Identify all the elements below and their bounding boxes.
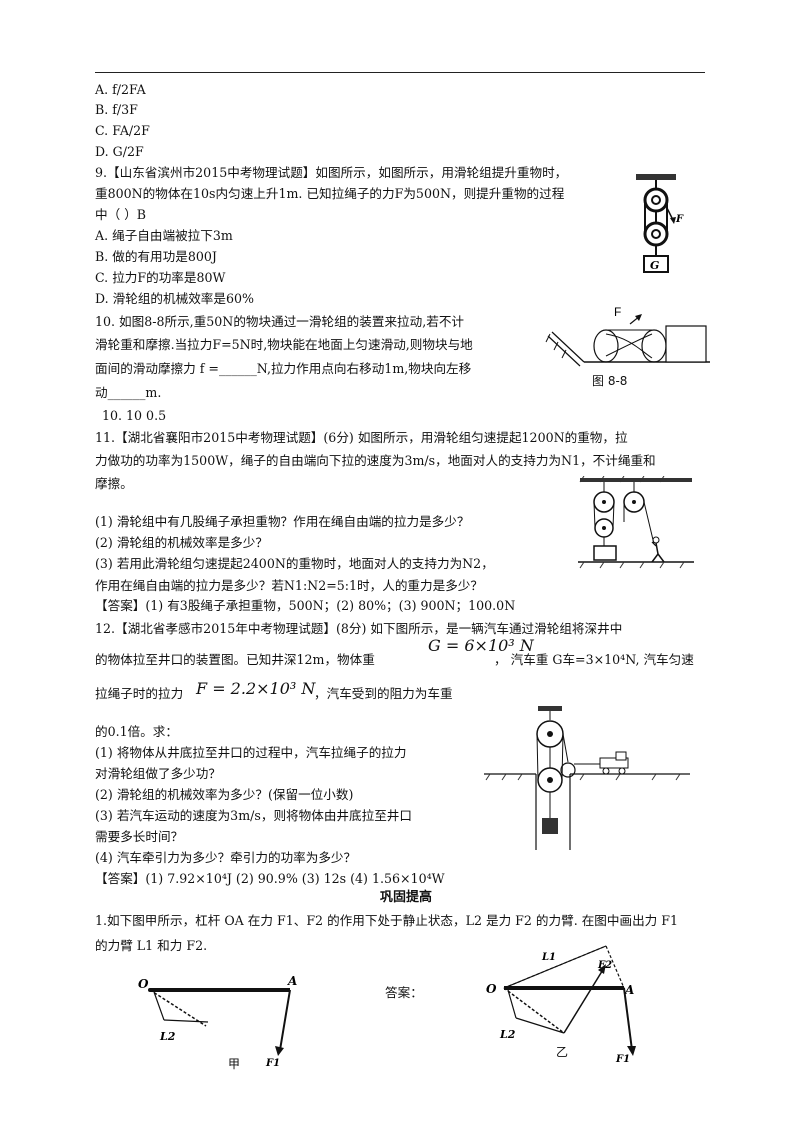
q9-line1: 9.【山东省滨州市2015中考物理试题】如图所示，如图所示，用滑轮组提升重物时， (95, 165, 568, 180)
q10-line3: 面间的滑动摩擦力 f =______N,拉力作用点向右移动1m,物块向左移 (95, 361, 472, 376)
q12-answer: 【答案】(1) 7.92×10⁴J (2) 90.9% (3) 12s (4) … (95, 871, 445, 886)
lever-yi-f2-label: F2 (597, 960, 612, 971)
q12-sub1b: 对滑轮组做了多少功？ (95, 766, 221, 781)
q9-line2: 重800N的物体在10s内匀速上升1m. 已知拉绳子的力F为500N，则提升重物… (95, 186, 565, 201)
c1-line1: 1.如下图甲所示，杠杆 OA 在力 F1、F2 的作用下处于静止状态，L2 是力… (95, 913, 679, 928)
q12-formula-f: F = 2.2×10³ N (196, 679, 316, 698)
c1-answer-label: 答案： (385, 985, 423, 1000)
q12-formula-g: G = 6×10³ N (428, 636, 534, 655)
q9-option-a: A. 绳子自由端被拉下3m (95, 228, 233, 243)
q12-line2a: 的物体拉至井口的装置图。已知井深12m，物体重 (95, 652, 375, 667)
q9-option-c: C. 拉力F的功率是80W (95, 270, 226, 285)
lever-figure-jia: O A F1 L2 (138, 974, 297, 1069)
q12-line1: 12.【湖北省孝感市2015年中考物理试题】(8分) 如下图所示，是一辆汽车通过… (95, 621, 623, 636)
lever-jia-f1-label: F1 (265, 1058, 280, 1069)
lever-figure-yi: O A L1 F2 F1 L2 (486, 945, 636, 1065)
top-rule (95, 72, 705, 73)
lever-jia-a-label: A (287, 974, 297, 988)
q12-sub1a: (1) 将物体从井底拉至井口的过程中，汽车拉绳子的拉力 (95, 745, 407, 760)
q12-line2b: ， 汽车重 G车=3×10⁴N, 汽车匀速 (494, 652, 694, 667)
q9-fig-g-label: G (650, 259, 659, 272)
q11-sub3b: 作用在绳自由端的拉力是多少？若N1:N2=5:1时，人的重力是多少？ (95, 578, 483, 593)
q11-sub1: (1) 滑轮组中有几股绳子承担重物？作用在绳自由端的拉力是多少？ (95, 514, 470, 529)
q11-line1: 11.【湖北省襄阳市2015中考物理试题】(6分) 如图所示，用滑轮组匀速提起1… (95, 430, 628, 445)
option-c-prev: C. FA/2F (95, 123, 150, 138)
section-heading: 巩固提高 (380, 890, 433, 905)
q10-line4: 动______m. (95, 385, 162, 400)
q9-option-b: B. 做的有用功是800J (95, 249, 217, 264)
q10-figure-caption: 图 8-8 (592, 374, 628, 388)
q12-sub2: (2) 滑轮组的机械效率为多少？(保留一位小数) (95, 787, 354, 802)
q12-sub4: (4) 汽车牵引力为多少？牵引力的功率为多少？ (95, 850, 357, 865)
q12-line3a: 拉绳子时的拉力 (95, 686, 184, 701)
lever-yi-caption: 乙 (556, 1045, 569, 1059)
lever-yi-f1-label: F1 (615, 1054, 630, 1065)
c1-line2: 的力臂 L1 和力 F2. (95, 938, 208, 953)
q11-line3: 摩擦。 (95, 476, 133, 491)
q12-line3b: ，汽车受到的阻力为车重 (314, 686, 453, 701)
q12-sub3a: (3) 若汽车运动的速度为3m/s，则将物体由井底拉至井口 (95, 808, 412, 823)
option-a-prev: A. f/2FA (95, 82, 146, 97)
q12-sub3b: 需要多长时间？ (95, 829, 184, 844)
q12-well-figure (484, 706, 690, 850)
q9-option-d: D. 滑轮组的机械效率是60% (95, 291, 254, 306)
q9-pulley-figure: F G (636, 174, 684, 273)
q10-line1: 10. 如图8-8所示,重50N的物块通过一滑轮组的装置来拉动,若不计 (95, 314, 465, 329)
option-d-prev: D. G/2F (95, 144, 144, 159)
q9-fig-f-label: F (675, 214, 684, 225)
q12-line4: 的0.1倍。求： (95, 724, 178, 739)
q11-sub2: (2) 滑轮组的机械效率是多少？ (95, 535, 268, 550)
lever-yi-l1-label: L1 (541, 952, 556, 963)
q11-pulley-figure (578, 476, 694, 569)
q10-line2: 滑轮重和摩擦.当拉力F=5N时,物块能在地面上匀速滑动,则物块与地 (95, 337, 473, 352)
q10-pulley-figure: F (545, 305, 710, 367)
lever-yi-a-label: A (624, 983, 634, 997)
q11-answer: 【答案】(1) 有3股绳子承担重物，500N；(2) 80%；(3) 900N；… (95, 598, 516, 613)
q9-line3: 中（ ）B (95, 207, 147, 222)
lever-jia-l2-label: L2 (159, 1030, 176, 1043)
lever-jia-o-label: O (138, 977, 149, 991)
q10-answer: 10. 10 0.5 (102, 408, 167, 423)
lever-yi-l2-label: L2 (499, 1028, 516, 1041)
q11-line2: 力做功的功率为1500W，绳子的自由端向下拉的速度为3m/s，地面对人的支持力为… (95, 453, 656, 468)
lever-yi-o-label: O (486, 982, 497, 996)
q10-fig-f-label: F (614, 305, 621, 319)
option-b-prev: B. f/3F (95, 102, 138, 117)
q11-sub3a: (3) 若用此滑轮组匀速提起2400N的重物时，地面对人的支持力为N2， (95, 556, 494, 571)
lever-jia-caption: 甲 (228, 1057, 241, 1071)
